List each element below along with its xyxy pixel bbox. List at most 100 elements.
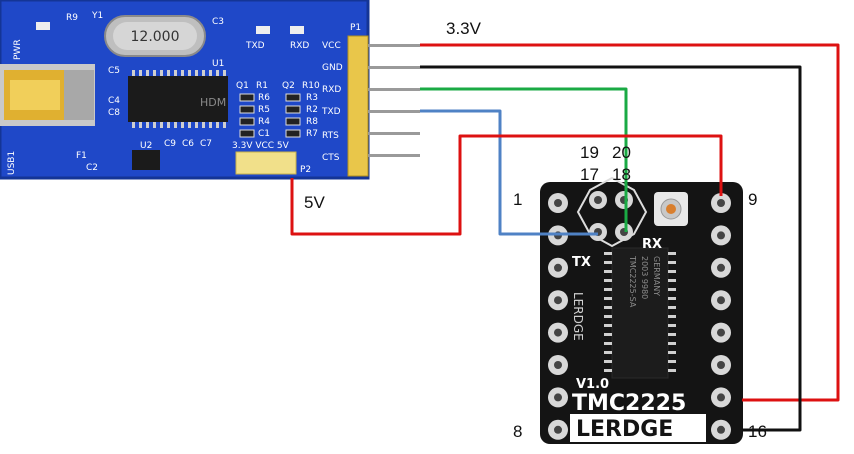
chip-pin bbox=[223, 122, 226, 128]
resistor bbox=[285, 129, 301, 138]
resistor bbox=[239, 117, 255, 126]
chip-pin bbox=[668, 297, 676, 300]
chip-pin bbox=[604, 369, 612, 372]
chip-pin bbox=[188, 70, 191, 76]
header-pin-hole bbox=[554, 393, 562, 402]
pin-label-20: 20 bbox=[612, 143, 631, 162]
brand-label: LERDGE bbox=[576, 417, 673, 442]
wire-rx bbox=[420, 87, 628, 232]
header-pin-rxd: RXD bbox=[322, 85, 341, 95]
chip-pin bbox=[668, 369, 676, 372]
voltage-jumper: 3.3V VCC 5V P2 bbox=[232, 141, 311, 175]
chip-pin bbox=[668, 324, 676, 327]
chip-marking: HDM bbox=[200, 96, 226, 109]
ref-c7: C7 bbox=[200, 139, 212, 149]
mini-usb-connector bbox=[0, 64, 95, 126]
header-pin-hole bbox=[554, 296, 562, 305]
chip-pin bbox=[139, 122, 142, 128]
resistor bbox=[285, 93, 301, 102]
version-label: V1.0 bbox=[576, 377, 609, 392]
driver-side-text: LERDGE bbox=[571, 292, 585, 341]
chip-pin bbox=[604, 270, 612, 273]
header-pin-hole bbox=[717, 263, 725, 272]
chip-pin bbox=[604, 288, 612, 291]
chip-pin bbox=[668, 315, 676, 318]
ref-y1: Y1 bbox=[91, 11, 103, 21]
chip-pin bbox=[132, 70, 135, 76]
chip-pin bbox=[604, 279, 612, 282]
ref-r8: R8 bbox=[306, 117, 318, 127]
tmc2225-chip: TMC2225-SA 2003 9980 GERMANY bbox=[611, 247, 669, 379]
usb-ttl-board: USB1 12.000 Y1 C3 HDM U2 U1 C5 C4 C8 C9 … bbox=[0, 0, 420, 180]
pin-header-p1: P1 VCC GND RXD TXD RTS CTS bbox=[321, 23, 369, 177]
chip-pin bbox=[604, 342, 612, 345]
tx-label: TX bbox=[572, 255, 591, 270]
crystal-label: 12.000 bbox=[131, 29, 180, 45]
pin-label-16: 16 bbox=[748, 422, 767, 441]
chip-text-2: 2003 9980 bbox=[640, 256, 649, 299]
chip-pin bbox=[668, 288, 676, 291]
chip-pin bbox=[146, 122, 149, 128]
chip-pin bbox=[153, 70, 156, 76]
chip-pin bbox=[668, 270, 676, 273]
label-5v: 5V bbox=[304, 193, 325, 212]
chip-pin bbox=[202, 122, 205, 128]
header-pin-hole bbox=[554, 425, 562, 434]
chip-pin bbox=[160, 70, 163, 76]
usb-uart-chip: HDM bbox=[128, 76, 228, 122]
potentiometer bbox=[654, 192, 688, 226]
ref-r2: R2 bbox=[306, 105, 318, 115]
ref-c9: C9 bbox=[164, 139, 176, 149]
chip-pin bbox=[209, 122, 212, 128]
chip-pin bbox=[604, 252, 612, 255]
chip-pin bbox=[195, 70, 198, 76]
crystal: 12.000 bbox=[104, 15, 206, 57]
chip-pin bbox=[167, 122, 170, 128]
header-pin-hole bbox=[554, 263, 562, 272]
jumper-label: 3.3V VCC 5V bbox=[232, 141, 290, 151]
pin-label-18: 18 bbox=[612, 165, 631, 184]
chip-pin bbox=[167, 70, 170, 76]
brand-plate bbox=[570, 414, 706, 442]
regulator-chip bbox=[132, 150, 160, 170]
wires bbox=[290, 43, 840, 432]
ref-u2: U2 bbox=[140, 141, 152, 151]
model-label: TMC2225 bbox=[572, 391, 686, 416]
ref-c3: C3 bbox=[212, 17, 224, 27]
chip-pin bbox=[604, 306, 612, 309]
wire-5v bbox=[290, 134, 723, 236]
chip-pin bbox=[604, 324, 612, 327]
header-name: P1 bbox=[350, 23, 361, 33]
chip-pin bbox=[604, 297, 612, 300]
chip-pin bbox=[668, 306, 676, 309]
chip-pin bbox=[209, 70, 212, 76]
chip-pin bbox=[160, 122, 163, 128]
ref-u1: U1 bbox=[212, 59, 224, 69]
led-label-rxd: RXD bbox=[290, 41, 309, 51]
resistor bbox=[285, 117, 301, 126]
resistor bbox=[239, 105, 255, 114]
jumper-name: P2 bbox=[300, 165, 311, 175]
chip-pin bbox=[181, 122, 184, 128]
pin-label-19: 19 bbox=[580, 143, 599, 162]
header-pin-hole bbox=[717, 393, 725, 402]
chip-pin bbox=[216, 70, 219, 76]
pin-label-9: 9 bbox=[748, 190, 757, 209]
chip-pin bbox=[668, 252, 676, 255]
chip-pin bbox=[146, 70, 149, 76]
label-3v3: 3.3V bbox=[446, 19, 482, 38]
header-pin-hole bbox=[554, 199, 562, 207]
chip-pin bbox=[668, 342, 676, 345]
resistor-block: Q1 R1 Q2 R10 R6 R3 R5 R2 R4 R8 C1 R7 bbox=[236, 81, 320, 139]
ref-c8: C8 bbox=[108, 108, 120, 118]
header-pin-txd: TXD bbox=[321, 107, 341, 117]
chip-pin bbox=[216, 122, 219, 128]
header-pin-hole bbox=[554, 361, 562, 369]
chip-pin bbox=[668, 333, 676, 336]
ref-r6: R6 bbox=[258, 93, 270, 103]
wire-gnd bbox=[420, 65, 802, 432]
ref-r5: R5 bbox=[258, 105, 270, 115]
ref-f1: F1 bbox=[76, 151, 87, 161]
